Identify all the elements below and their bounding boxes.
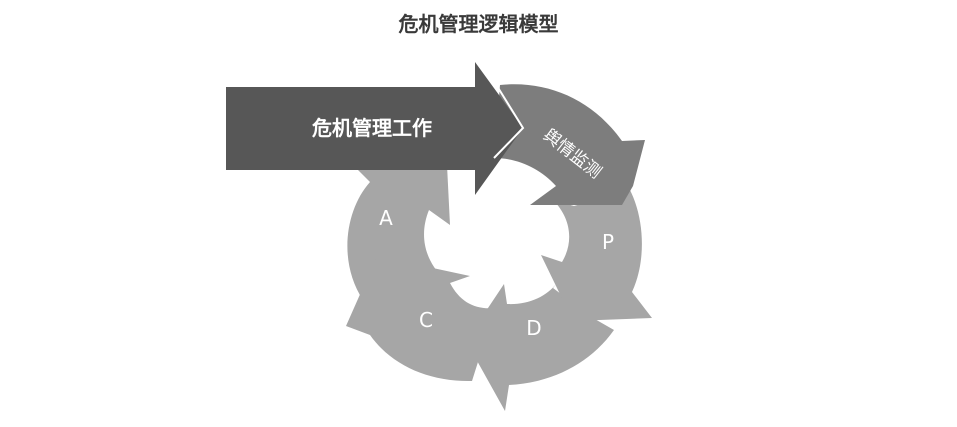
segment-c	[346, 256, 495, 382]
segment-p	[541, 190, 652, 321]
page-title: 危机管理逻辑模型	[398, 12, 559, 36]
arrow-separator	[493, 85, 525, 159]
a-label: A	[379, 206, 393, 230]
d-label: D	[526, 316, 541, 340]
segment-monitor	[494, 84, 645, 205]
cycle-segments	[346, 84, 652, 411]
c-label: C	[419, 308, 433, 332]
p-label: P	[602, 230, 614, 254]
main-arrow	[226, 62, 523, 195]
main-arrow-label: 危机管理工作	[312, 116, 432, 140]
